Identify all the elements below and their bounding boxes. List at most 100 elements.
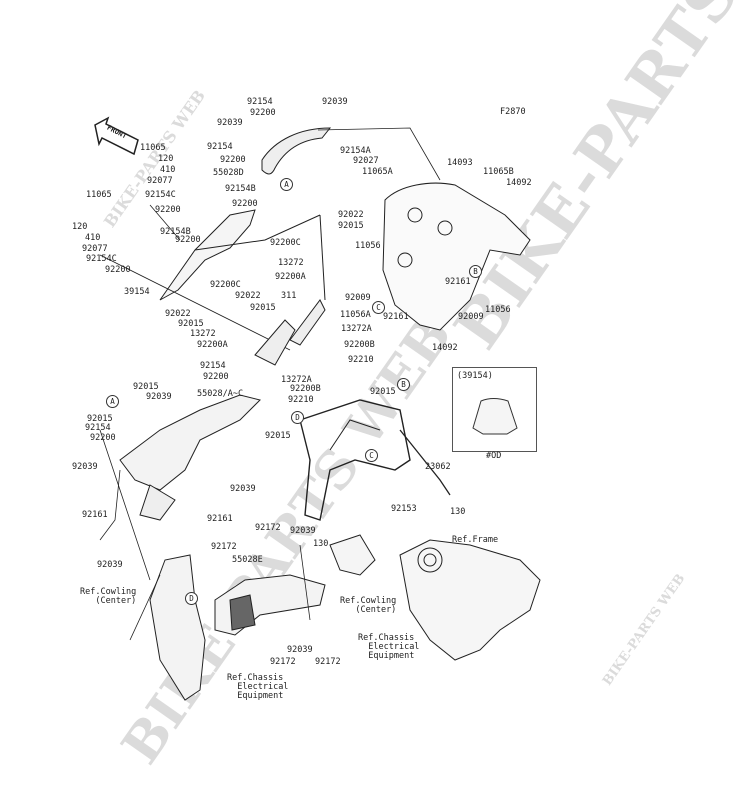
part-number-label: 92172 <box>315 657 341 667</box>
part-number-label: 14093 <box>447 158 473 168</box>
part-number-label: 92154C <box>86 254 117 264</box>
callout-a: A <box>280 178 293 191</box>
front-arrow-icon <box>94 116 139 156</box>
callout-a: A <box>106 395 119 408</box>
part-number-label: 92022 <box>338 210 364 220</box>
part-number-label: 92039 <box>72 462 98 472</box>
part-number-label: 11065B <box>483 167 514 177</box>
part-number-label: 92200C <box>210 280 241 290</box>
part-number-label: 92039 <box>287 645 313 655</box>
bracket-311-part <box>254 319 296 366</box>
part-number-label: 92200A <box>275 272 306 282</box>
part-number-label: 92154C <box>145 190 176 200</box>
part-number-label: 92154 <box>247 97 273 107</box>
part-number-label: 92210 <box>288 395 314 405</box>
part-number-label: 92154B <box>160 227 191 237</box>
part-number-label: 311 <box>281 291 297 301</box>
part-number-label: 92027 <box>353 156 379 166</box>
part-number-label: 92172 <box>270 657 296 667</box>
part-number-label: 55028/A~C <box>197 389 244 399</box>
ref-label: Ref.Chassis Electrical Equipment <box>227 673 289 701</box>
part-number-label: 55028E <box>232 555 263 565</box>
part-number-label: 92161 <box>207 514 233 524</box>
part-number-label: 11056 <box>355 241 381 251</box>
part-number-label: 23062 <box>425 462 451 472</box>
part-number-label: 92200 <box>175 235 201 245</box>
part-number-label: 92022 <box>235 291 261 301</box>
part-number-label: 92039 <box>146 392 172 402</box>
part-number-label: 92154B <box>225 184 256 194</box>
callout-b: B <box>469 265 482 278</box>
part-number-label: 11065A <box>362 167 393 177</box>
part-number-label: 11065 <box>86 190 112 200</box>
callout-b: B <box>397 378 410 391</box>
part-number-label: 92154 <box>200 361 226 371</box>
part-number-label: 120 <box>72 222 88 232</box>
part-number-label: 11056 <box>485 305 511 315</box>
inset-box: (39154) <box>452 367 537 452</box>
part-number-label: 39154 <box>124 287 150 297</box>
part-number-label: 14092 <box>432 343 458 353</box>
part-number-label: 92200B <box>344 340 375 350</box>
part-number-label: 92161 <box>445 277 471 287</box>
part-number-label: 92200A <box>197 340 228 350</box>
part-number-label: 92015 <box>250 303 276 313</box>
part-number-label: 92172 <box>255 523 281 533</box>
part-number-label: 92039 <box>322 97 348 107</box>
inset-caption: #OD <box>486 451 502 461</box>
ref-label: Ref.Cowling (Center) <box>80 587 137 606</box>
part-number-label: 120 <box>158 154 174 164</box>
part-number-label: 92009 <box>458 312 484 322</box>
ref-label: Ref.Cowling (Center) <box>340 596 397 615</box>
part-number-label: 13272A <box>281 375 312 385</box>
windshield-part <box>159 209 256 301</box>
callout-c: C <box>372 301 385 314</box>
inner-cowling-part <box>149 554 206 701</box>
part-number-label: 92015 <box>265 431 291 441</box>
part-number-label: 92200 <box>250 108 276 118</box>
part-number-label: 92039 <box>290 526 316 536</box>
ref-label: Ref.Chassis Electrical Equipment <box>358 633 420 661</box>
inset-title: (39154) <box>457 371 493 381</box>
part-number-label: 11056A <box>340 310 371 320</box>
part-number-label: 92172 <box>211 542 237 552</box>
part-number-label: 92153 <box>391 504 417 514</box>
part-number-label: 92154 <box>85 423 111 433</box>
part-number-label: 92200B <box>290 384 321 394</box>
part-number-label: 92077 <box>82 244 108 254</box>
part-number-label: 92039 <box>217 118 243 128</box>
part-number-label: 92200 <box>90 433 116 443</box>
callout-d: D <box>185 592 198 605</box>
part-number-label: 92210 <box>348 355 374 365</box>
part-number-label: 92015 <box>338 221 364 231</box>
stay-frame-part <box>299 399 411 521</box>
part-number-label: 92161 <box>82 510 108 520</box>
part-number-label: 92200 <box>105 265 131 275</box>
part-number-label: 92200 <box>232 199 258 209</box>
part-number-label: 92015 <box>178 319 204 329</box>
part-number-label: 92015 <box>370 387 396 397</box>
diagram-code: F2870 <box>500 107 526 117</box>
part-number-label: 92039 <box>97 560 123 570</box>
upper-cowling-part <box>119 394 261 491</box>
part-number-label: 92039 <box>230 484 256 494</box>
part-number-label: 92154A <box>340 146 371 156</box>
part-number-label: 92077 <box>147 176 173 186</box>
part-number-label: 92009 <box>345 293 371 303</box>
callout-d: D <box>291 411 304 424</box>
part-number-label: 130 <box>313 539 329 549</box>
part-number-label: 14092 <box>506 178 532 188</box>
part-number-label: 92200C <box>270 238 301 248</box>
part-number-label: 13272 <box>278 258 304 268</box>
part-number-label: 11065 <box>140 143 166 153</box>
part-number-label: 92022 <box>165 309 191 319</box>
part-number-label: 130 <box>450 507 466 517</box>
part-number-label: 410 <box>160 165 176 175</box>
part-number-label: 92200 <box>220 155 246 165</box>
frame-part <box>399 539 541 661</box>
part-number-label: 92154 <box>207 142 233 152</box>
part-number-label: 92015 <box>87 414 113 424</box>
part-number-label: 92015 <box>133 382 159 392</box>
